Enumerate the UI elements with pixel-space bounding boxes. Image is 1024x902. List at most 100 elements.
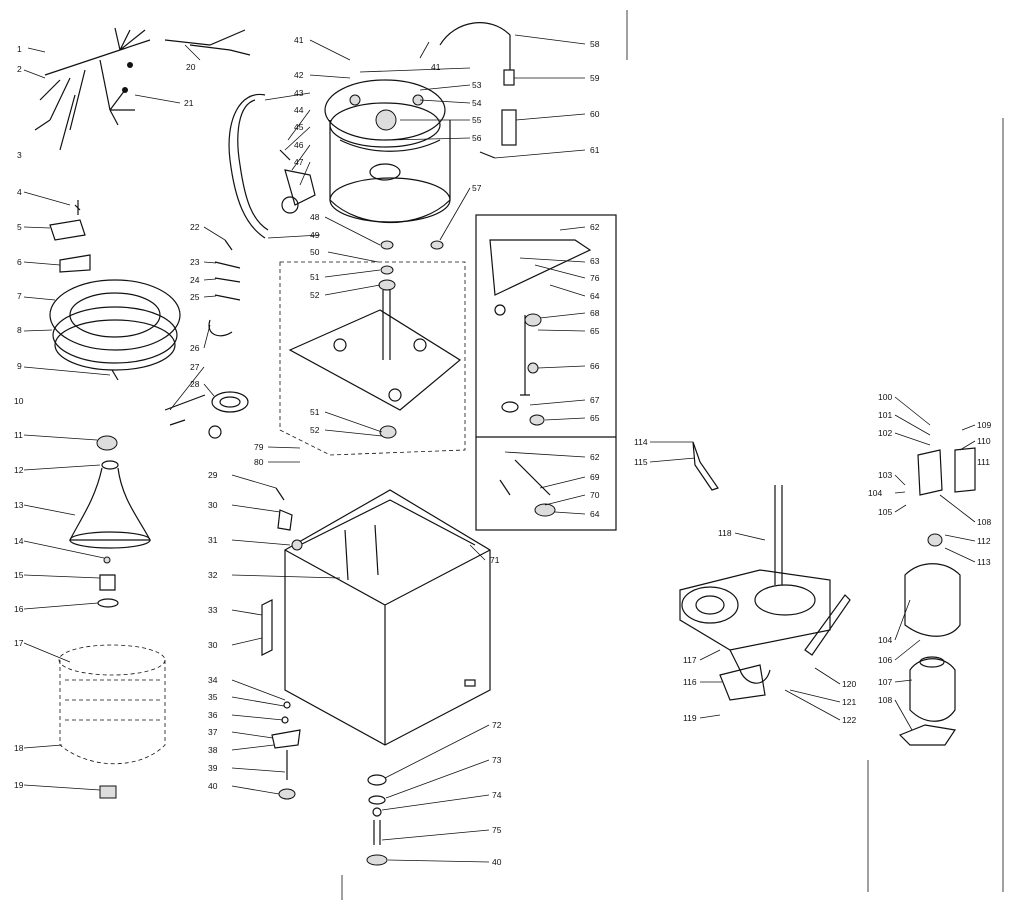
label-76: 76 [590, 273, 600, 283]
label-104-lower: 104 [878, 635, 892, 645]
label-16: 16 [14, 604, 24, 614]
label-55: 55 [472, 115, 482, 125]
label-56: 56 [472, 133, 482, 143]
label-73: 73 [492, 755, 502, 765]
label-2: 2 [17, 64, 22, 74]
label-101: 101 [878, 410, 892, 420]
label-18: 18 [14, 743, 24, 753]
label-75: 75 [492, 825, 502, 835]
clip-part-9 [111, 369, 119, 381]
parts-35-40-left [271, 701, 301, 800]
label-14: 14 [14, 536, 24, 546]
label-64-upper: 64 [590, 291, 600, 301]
label-8: 8 [17, 325, 22, 335]
label-9: 9 [17, 361, 22, 371]
parts-29-31 [275, 487, 303, 551]
label-29: 29 [208, 470, 218, 480]
label-33: 33 [208, 605, 218, 615]
inset-box-upper-lower [475, 214, 617, 531]
label-21: 21 [184, 98, 194, 108]
tube-parts-58-60 [439, 22, 517, 159]
label-118: 118 [718, 528, 732, 538]
agitator-part-13 [69, 460, 151, 549]
label-19: 19 [14, 780, 24, 790]
label-48: 48 [310, 212, 320, 222]
label-20: 20 [186, 62, 196, 72]
label-59: 59 [590, 73, 600, 83]
screw-part-4 [74, 200, 81, 215]
label-100: 100 [878, 392, 892, 402]
nut-part-19 [99, 785, 117, 799]
coil-part-27-28 [164, 391, 249, 439]
label-106: 106 [878, 655, 892, 665]
label-110: 110 [977, 436, 991, 446]
label-3: 3 [17, 150, 22, 160]
label-4: 4 [17, 187, 22, 197]
label-52-upper: 52 [310, 290, 320, 300]
label-25: 25 [190, 292, 200, 302]
label-17: 17 [14, 638, 24, 648]
parts-44-47 [279, 149, 316, 214]
part-labels: 1 2 3 4 5 6 7 8 9 10 11 12 13 14 15 16 1… [14, 35, 991, 867]
motor-assembly [898, 447, 976, 746]
label-63: 63 [590, 256, 600, 266]
leveling-leg-parts-72-75-40 [366, 774, 388, 866]
label-60: 60 [590, 109, 600, 119]
label-80: 80 [254, 457, 264, 467]
label-34: 34 [208, 675, 218, 685]
label-67: 67 [590, 395, 600, 405]
label-39: 39 [208, 763, 218, 773]
label-117: 117 [683, 655, 697, 665]
label-27: 27 [190, 362, 200, 372]
label-108-upper: 108 [977, 517, 991, 527]
label-23: 23 [190, 257, 200, 267]
label-104-upper: 104 [868, 488, 882, 498]
label-51-lower: 51 [310, 407, 320, 417]
label-120: 120 [842, 679, 856, 689]
label-54: 54 [472, 98, 482, 108]
label-69: 69 [590, 472, 600, 482]
label-38: 38 [208, 745, 218, 755]
label-64-lower: 64 [590, 509, 600, 519]
label-116: 116 [683, 677, 697, 687]
label-119: 119 [683, 713, 697, 723]
label-65-upper: 65 [590, 326, 600, 336]
label-79: 79 [254, 442, 264, 452]
outer-tub-top-parts-53-56 [324, 79, 446, 148]
label-74: 74 [492, 790, 502, 800]
label-49: 49 [310, 230, 320, 240]
parts-22-26 [208, 239, 241, 337]
label-114: 114 [634, 437, 648, 447]
label-112: 112 [977, 536, 991, 546]
frame-lines [341, 10, 1004, 900]
leader-lines [23, 34, 976, 863]
label-11: 11 [14, 430, 23, 440]
label-111: 111 [977, 457, 990, 467]
label-46: 46 [294, 140, 304, 150]
bracket-part-33 [261, 599, 273, 656]
spin-basket-part-57 [329, 120, 451, 223]
label-109: 109 [977, 420, 991, 430]
label-51-upper: 51 [310, 272, 320, 282]
label-115: 115 [634, 457, 648, 467]
label-53: 53 [472, 80, 482, 90]
label-36: 36 [208, 710, 218, 720]
label-5: 5 [17, 222, 22, 232]
transmission-assembly [679, 441, 851, 701]
mounting-plate-assembly [279, 240, 466, 456]
label-28: 28 [190, 379, 200, 389]
label-37: 37 [208, 727, 218, 737]
cap-part-11 [96, 435, 118, 451]
label-42: 42 [294, 70, 304, 80]
tub-ring-parts-7-8 [49, 279, 181, 371]
label-65-lower: 65 [590, 413, 600, 423]
basket-part-17-18 [58, 644, 166, 765]
label-71: 71 [490, 555, 500, 565]
bracket-part-5 [49, 219, 86, 241]
label-31: 31 [208, 535, 218, 545]
label-15: 15 [14, 570, 24, 580]
label-113: 113 [977, 557, 991, 567]
label-57: 57 [472, 183, 482, 193]
label-24: 24 [190, 275, 200, 285]
